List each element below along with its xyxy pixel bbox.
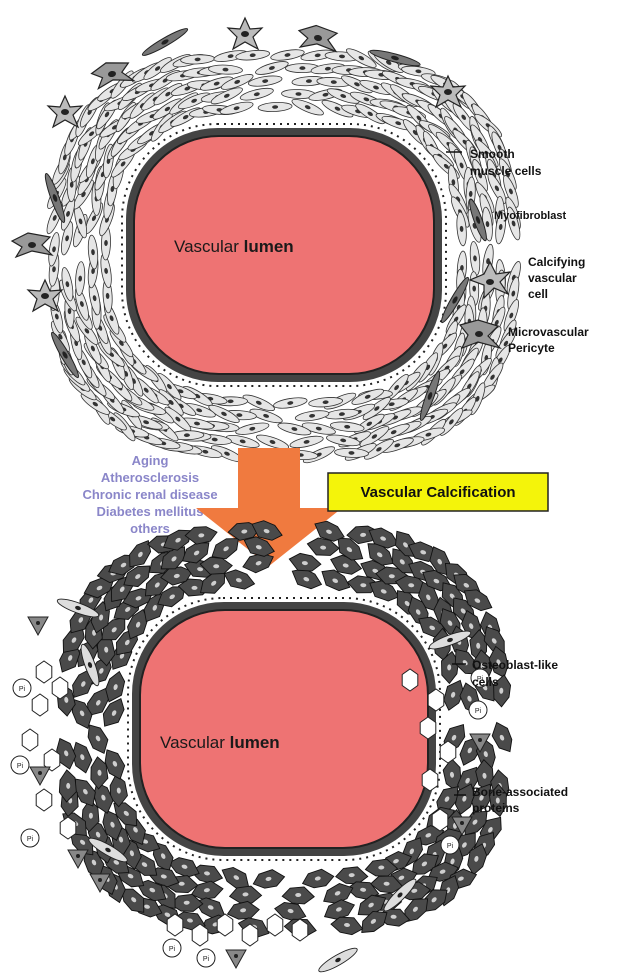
bone-protein-hexagon — [167, 914, 183, 936]
top-lumen-label: Vascular lumen — [174, 237, 294, 256]
calcifying-label-3: cell — [528, 287, 548, 301]
bone-protein-hexagon — [422, 769, 438, 791]
smooth-muscle-cell — [235, 421, 270, 437]
condition-renal: Chronic renal disease — [82, 487, 217, 502]
triangle-center — [98, 878, 102, 882]
vascular-calcification-label: Vascular Calcification — [360, 484, 515, 501]
triangle-center — [38, 771, 42, 775]
bone-protein-triangle — [28, 617, 48, 635]
phosphate-label: Pi — [447, 843, 454, 850]
bone-protein-triangle — [226, 950, 246, 968]
bone-protein-label-1: Bone-associated — [472, 785, 568, 799]
bone-protein-hexagon — [32, 694, 48, 716]
bone-protein-hexagon — [428, 689, 444, 711]
calcifying-label-2: vascular — [528, 271, 577, 285]
smooth-muscle-cell — [239, 86, 274, 103]
condition-diabetes: Diabetes mellitus — [97, 504, 204, 519]
phosphate-label: Pi — [27, 836, 34, 843]
bone-protein-hexagon — [36, 661, 52, 683]
phosphate-label: Pi — [475, 708, 482, 715]
bottom-vessel: Vascular lumen — [52, 517, 517, 940]
peri-cell — [12, 233, 52, 257]
bone-protein-hexagon — [217, 914, 233, 936]
phosphate-label: Pi — [17, 763, 24, 770]
bone-protein-hexagon — [52, 677, 68, 699]
smooth-muscle-label-2: muscle cells — [470, 164, 542, 178]
osteoblast-like-cell — [251, 867, 286, 892]
star-nucleus — [241, 31, 249, 37]
phosphate-label: Pi — [169, 946, 176, 953]
bone-protein-hexagon — [402, 669, 418, 691]
smooth-muscle-cell — [219, 100, 254, 117]
pericyte-label-1: Microvascular — [508, 325, 589, 339]
bone-protein-hexagon — [432, 809, 448, 831]
star-cell — [228, 18, 262, 49]
osteoblast-like-cell — [184, 524, 218, 545]
bone-protein-label-2: proteins — [472, 801, 520, 815]
bone-protein-hexagon — [440, 741, 456, 763]
smooth-muscle-cell — [254, 59, 289, 77]
bone-protein-hexagon — [420, 717, 436, 739]
smooth-muscle-cell — [273, 396, 308, 410]
star-nucleus — [41, 293, 49, 299]
condition-aging: Aging — [132, 453, 169, 468]
smooth-muscle-cell — [87, 235, 99, 270]
triangle-center — [478, 738, 482, 742]
spindle-cell — [140, 26, 189, 59]
osteoblast-like-cell — [300, 867, 335, 892]
star-nucleus — [61, 109, 69, 115]
pericyte-label-2: Pericyte — [508, 341, 555, 355]
smooth-muscle-cell — [75, 261, 86, 295]
triangle-center — [234, 954, 238, 958]
smooth-muscle-cell — [295, 409, 330, 423]
smooth-muscle-cell — [258, 102, 292, 113]
top-vessel: Vascular lumen — [44, 46, 523, 466]
bone-protein-triangle — [30, 767, 50, 785]
star-nucleus — [444, 89, 452, 95]
osteoblast-like-cell — [282, 887, 314, 905]
triangle-center — [76, 854, 80, 858]
triangle-center — [36, 621, 40, 625]
bone-protein-hexagon — [192, 924, 208, 946]
bottom-vascular-lumen — [140, 610, 428, 848]
smooth-muscle-cell — [289, 434, 324, 450]
osteoblast-label-1: Osteoblast-like — [472, 658, 558, 672]
bone-protein-hexagon — [60, 817, 76, 839]
smooth-muscle-cell — [270, 48, 305, 63]
bone-protein-hexagon — [36, 789, 52, 811]
bottom-lumen-label: Vascular lumen — [160, 733, 280, 752]
calcifying-label-1: Calcifying — [528, 255, 585, 269]
bone-protein-hexagon — [22, 729, 38, 751]
bone-protein-hexagon — [267, 914, 283, 936]
smooth-muscle-cell — [469, 241, 481, 276]
smooth-muscle-label-1: Smooth — [470, 147, 515, 161]
triangle-center — [460, 821, 464, 825]
myofibroblast-label: Myofibroblast — [494, 210, 566, 222]
osteoblast-label-2: cells — [472, 675, 499, 689]
condition-others: others — [130, 521, 170, 536]
condition-atherosclerosis: Atherosclerosis — [101, 470, 199, 485]
bone-protein-hexagon — [292, 919, 308, 941]
light-spindle-cell — [316, 945, 359, 973]
peri-cell — [296, 23, 340, 54]
bone-protein-hexagon — [242, 924, 258, 946]
phosphate-label: Pi — [19, 686, 26, 693]
phosphate-label: Pi — [203, 956, 210, 963]
pericyte-nucleus — [28, 242, 36, 248]
